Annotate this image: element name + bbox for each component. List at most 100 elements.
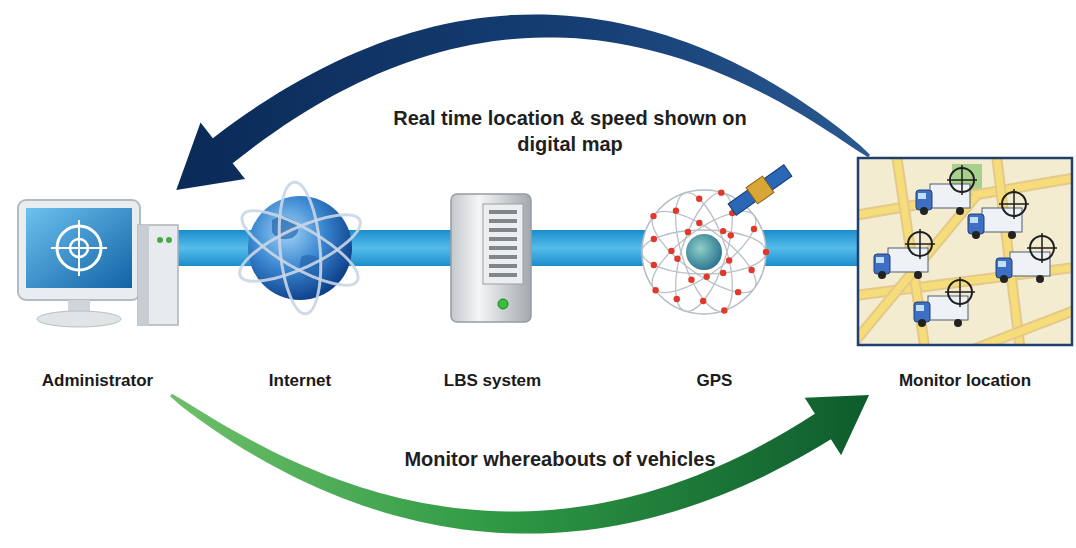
satellite-dot <box>674 256 680 262</box>
road <box>956 306 1072 345</box>
arrow-caption: Monitor whereabouts of vehicles <box>404 446 715 472</box>
satellite-dot <box>668 248 674 254</box>
satellite-dot <box>721 307 727 313</box>
band-segment <box>368 230 439 266</box>
reticle-cross <box>945 277 975 307</box>
truck-box <box>928 296 968 320</box>
truck-box <box>930 184 970 208</box>
node-icon <box>856 156 1074 395</box>
monitor-base <box>37 311 121 327</box>
node-label: Internet <box>269 371 331 395</box>
road <box>858 196 976 345</box>
administrator-node: Administrator <box>10 190 185 395</box>
node-icon <box>10 190 185 395</box>
road <box>858 196 976 345</box>
node-icon <box>232 190 368 395</box>
wheel <box>1036 275 1044 283</box>
truck <box>996 233 1057 283</box>
orbit-ring <box>233 198 367 299</box>
satellite-dot <box>728 232 734 238</box>
satellite-dot <box>720 270 726 276</box>
wheel <box>914 271 922 279</box>
arrow-caption: Real time location & speed shown on digi… <box>385 105 755 157</box>
gps-sphere <box>642 190 766 314</box>
satellite-dot <box>651 262 657 268</box>
node-label: Administrator <box>42 371 153 395</box>
server-slot <box>489 246 517 250</box>
node-label: GPS <box>697 371 733 395</box>
truck-window <box>918 193 926 199</box>
gps-orbit <box>642 230 766 274</box>
wheel <box>956 207 964 215</box>
band-segment <box>185 230 232 266</box>
reticle-cross <box>905 229 935 259</box>
server-slot <box>489 219 517 223</box>
node-label: Monitor location <box>899 371 1031 395</box>
curved-arrow <box>176 14 870 190</box>
satellite-dot <box>748 267 754 273</box>
truck-window <box>876 257 884 263</box>
node-icon <box>439 190 544 395</box>
link-band <box>546 248 632 249</box>
earth <box>686 234 722 270</box>
satellite-dot <box>673 207 679 213</box>
truck-window <box>998 261 1006 267</box>
satellite-dot <box>718 189 724 195</box>
wheel <box>878 271 886 279</box>
satellite-dot <box>688 277 694 283</box>
satellite-dot <box>650 213 656 219</box>
truck-box <box>982 208 1022 232</box>
truck <box>968 189 1029 239</box>
satellite-dot <box>735 289 741 295</box>
monitor-screen <box>26 208 132 288</box>
map <box>858 158 1072 345</box>
satellite-dot <box>703 274 709 280</box>
server-slot <box>489 255 517 259</box>
wheel <box>1008 231 1016 239</box>
orbit-ring <box>232 202 369 294</box>
gps-orbit <box>641 198 767 306</box>
pc-tower <box>138 225 178 325</box>
node-icon <box>632 160 797 395</box>
truck-box <box>1010 252 1050 276</box>
link-band <box>185 248 232 249</box>
wheel <box>918 319 926 327</box>
pc-tower-side <box>138 225 149 325</box>
satellite-dot <box>696 220 702 226</box>
monitor-frame <box>18 200 140 300</box>
server-slot <box>489 237 517 241</box>
truck <box>874 229 935 279</box>
truck-box <box>888 248 928 272</box>
road <box>956 306 1072 345</box>
satellite-dot <box>720 228 726 234</box>
pc-led <box>157 237 163 243</box>
wheel <box>954 319 962 327</box>
server-led <box>498 299 508 309</box>
server-panel <box>483 204 523 284</box>
gps-orbit <box>641 198 767 306</box>
satellite-dot <box>700 298 706 304</box>
satellite-dot <box>685 229 691 235</box>
lbs-server-node: LBS system <box>439 190 546 395</box>
link-band <box>368 248 439 249</box>
truck <box>914 277 975 327</box>
server-slot <box>489 273 517 277</box>
satellite-dot <box>726 257 732 263</box>
reticle-cross <box>999 189 1029 219</box>
swoosh-arrow <box>176 14 870 190</box>
truck-window <box>970 217 978 223</box>
server-slot <box>489 210 517 214</box>
reticle-cross <box>1027 233 1057 263</box>
wheel <box>1000 275 1008 283</box>
pc-led <box>166 237 172 243</box>
map-node: Monitor location <box>856 156 1074 395</box>
swoosh-arrow <box>170 394 869 534</box>
satellite-dot <box>763 249 769 255</box>
satellite-body <box>746 176 774 204</box>
satellite-dot <box>751 226 757 232</box>
server-body <box>451 194 531 322</box>
band-segment <box>797 230 856 266</box>
truck <box>916 165 977 215</box>
